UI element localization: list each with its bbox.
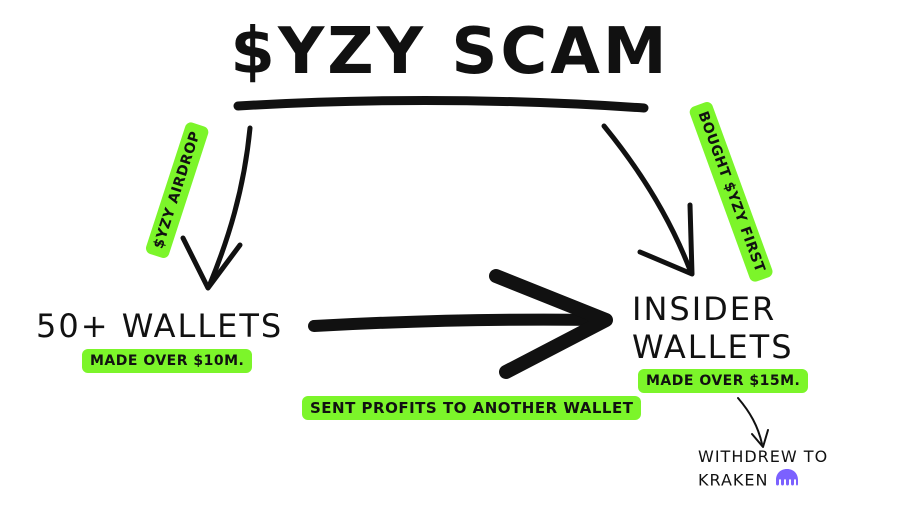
- sent-profits-text: SENT PROFITS TO ANOTHER WALLET: [310, 399, 634, 417]
- node-insider-line2: WALLETS: [632, 328, 794, 366]
- withdraw-note: WITHDREW TO KRAKEN: [698, 446, 828, 494]
- node-insider-line1: INSIDER: [632, 290, 777, 328]
- withdraw-line1: WITHDREW TO: [698, 447, 829, 466]
- note-made-over-10m: MADE OVER $10M.: [82, 349, 253, 373]
- arrow-withdraw-head: [751, 429, 769, 448]
- kraken-logo-icon: [775, 468, 799, 494]
- arrow-airdrop-head: [180, 235, 243, 291]
- arrow-sent-profits-head: [489, 269, 613, 379]
- note-15m-text: MADE OVER $15M.: [646, 373, 801, 389]
- edge-label-sent-profits: SENT PROFITS TO ANOTHER WALLET: [302, 396, 642, 420]
- arrow-sent-profits: [308, 313, 606, 332]
- note-10m-text: MADE OVER $10M.: [90, 353, 245, 369]
- withdraw-line2-row: KRAKEN: [698, 468, 828, 494]
- arrow-airdrop: [207, 125, 253, 287]
- title-underline: [233, 95, 649, 113]
- node-insider-wallets: INSIDER WALLETS: [632, 290, 794, 366]
- arrow-bought-first-head: [637, 202, 695, 277]
- node-50-wallets: 50+ WALLETS: [36, 306, 283, 346]
- page-title: $YZY SCAM: [230, 15, 670, 89]
- arrow-withdraw: [737, 397, 763, 445]
- node-50-wallets-label: 50+ WALLETS: [36, 307, 284, 345]
- note-made-over-15m: MADE OVER $15M.: [638, 369, 809, 393]
- withdraw-line2: KRAKEN: [698, 470, 769, 490]
- arrow-bought-first: [601, 123, 693, 273]
